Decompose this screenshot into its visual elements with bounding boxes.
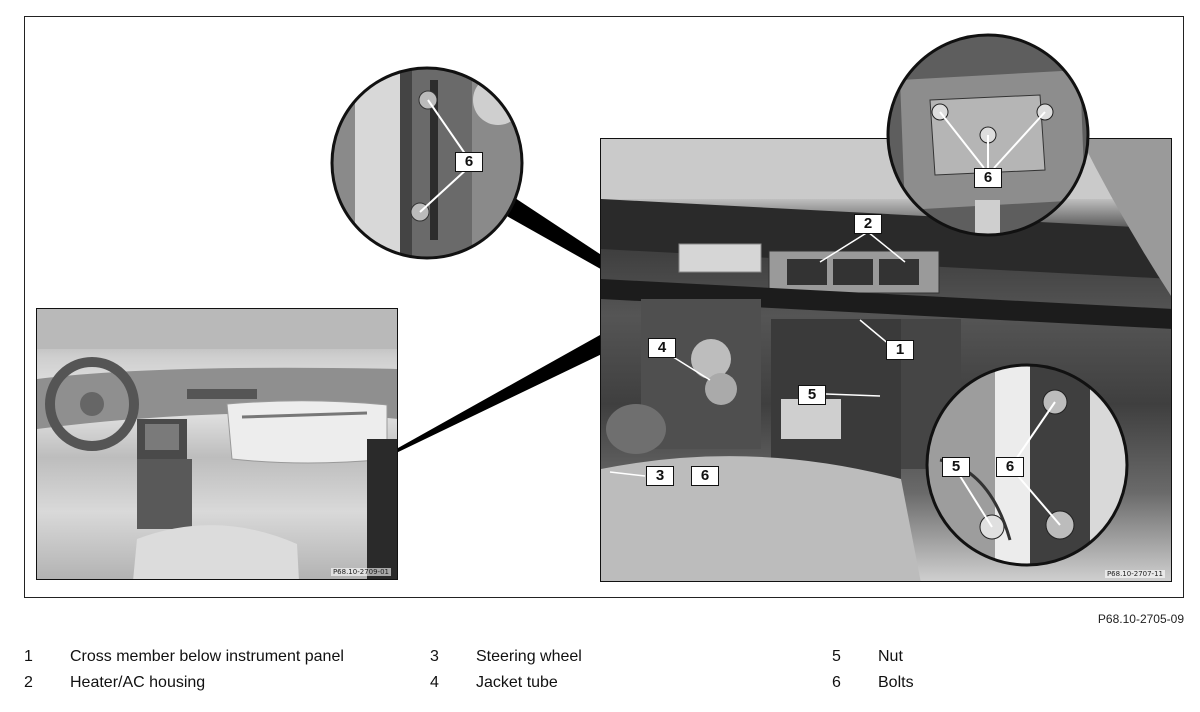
- leader-5: [825, 393, 881, 397]
- leader-4: [669, 354, 711, 381]
- callout-6-top-left: 6: [455, 152, 483, 172]
- dashboard-photo-code: P68.10-2709-01: [330, 568, 391, 576]
- legend-number: 3: [430, 648, 439, 665]
- legend-item: 4 Jacket tube: [430, 670, 582, 696]
- callout-5-main: 5: [798, 385, 826, 405]
- figure-code: P68.10-2705-09: [1097, 612, 1184, 626]
- connector-top-left: [505, 198, 612, 272]
- callout-1: 1: [886, 340, 914, 360]
- callout-6-main: 6: [691, 466, 719, 486]
- callout-6-top-right: 6: [974, 168, 1002, 188]
- legend-col-2: 3 Steering wheel 4 Jacket tube: [430, 644, 582, 696]
- leader-3: [609, 471, 646, 477]
- dashboard-illustration: [37, 309, 397, 579]
- main-illustration: [601, 139, 1171, 581]
- legend-item: 2 Heater/AC housing: [24, 670, 344, 696]
- callout-6-detail: 6: [996, 457, 1024, 477]
- legend-number: 2: [24, 674, 33, 691]
- legend-item: 3 Steering wheel: [430, 644, 582, 670]
- legend-item: 5 Nut: [832, 644, 914, 670]
- main-photo: P68.10-2707-11: [600, 138, 1172, 582]
- legend-number: 5: [832, 648, 841, 665]
- dashboard-photo: P68.10-2709-01: [36, 308, 398, 580]
- connector-dashboard: [392, 335, 606, 455]
- legend-label: Jacket tube: [476, 674, 558, 691]
- main-photo-code: P68.10-2707-11: [1104, 570, 1165, 578]
- legend-number: 1: [24, 648, 33, 665]
- legend-number: 6: [832, 674, 841, 691]
- callout-4: 4: [648, 338, 676, 358]
- legend-label: Bolts: [878, 674, 914, 691]
- detail-circle-top-right: [888, 35, 1088, 235]
- callout-3: 3: [646, 466, 674, 486]
- legend-col-1: 1 Cross member below instrument panel 2 …: [24, 644, 344, 696]
- legend-item: 1 Cross member below instrument panel: [24, 644, 344, 670]
- legend-label: Heater/AC housing: [70, 674, 206, 691]
- leader-1: [859, 319, 891, 346]
- legend-label: Nut: [878, 648, 903, 665]
- legend-item: 6 Bolts: [832, 670, 914, 696]
- legend-col-3: 5 Nut 6 Bolts: [832, 644, 914, 696]
- leader-2b: [867, 231, 906, 263]
- legend-number: 4: [430, 674, 439, 691]
- legend-label: Steering wheel: [476, 648, 582, 665]
- callout-5-detail: 5: [942, 457, 970, 477]
- callout-2: 2: [854, 214, 882, 234]
- leader-2a: [819, 231, 869, 263]
- legend-label: Cross member below instrument panel: [70, 648, 344, 665]
